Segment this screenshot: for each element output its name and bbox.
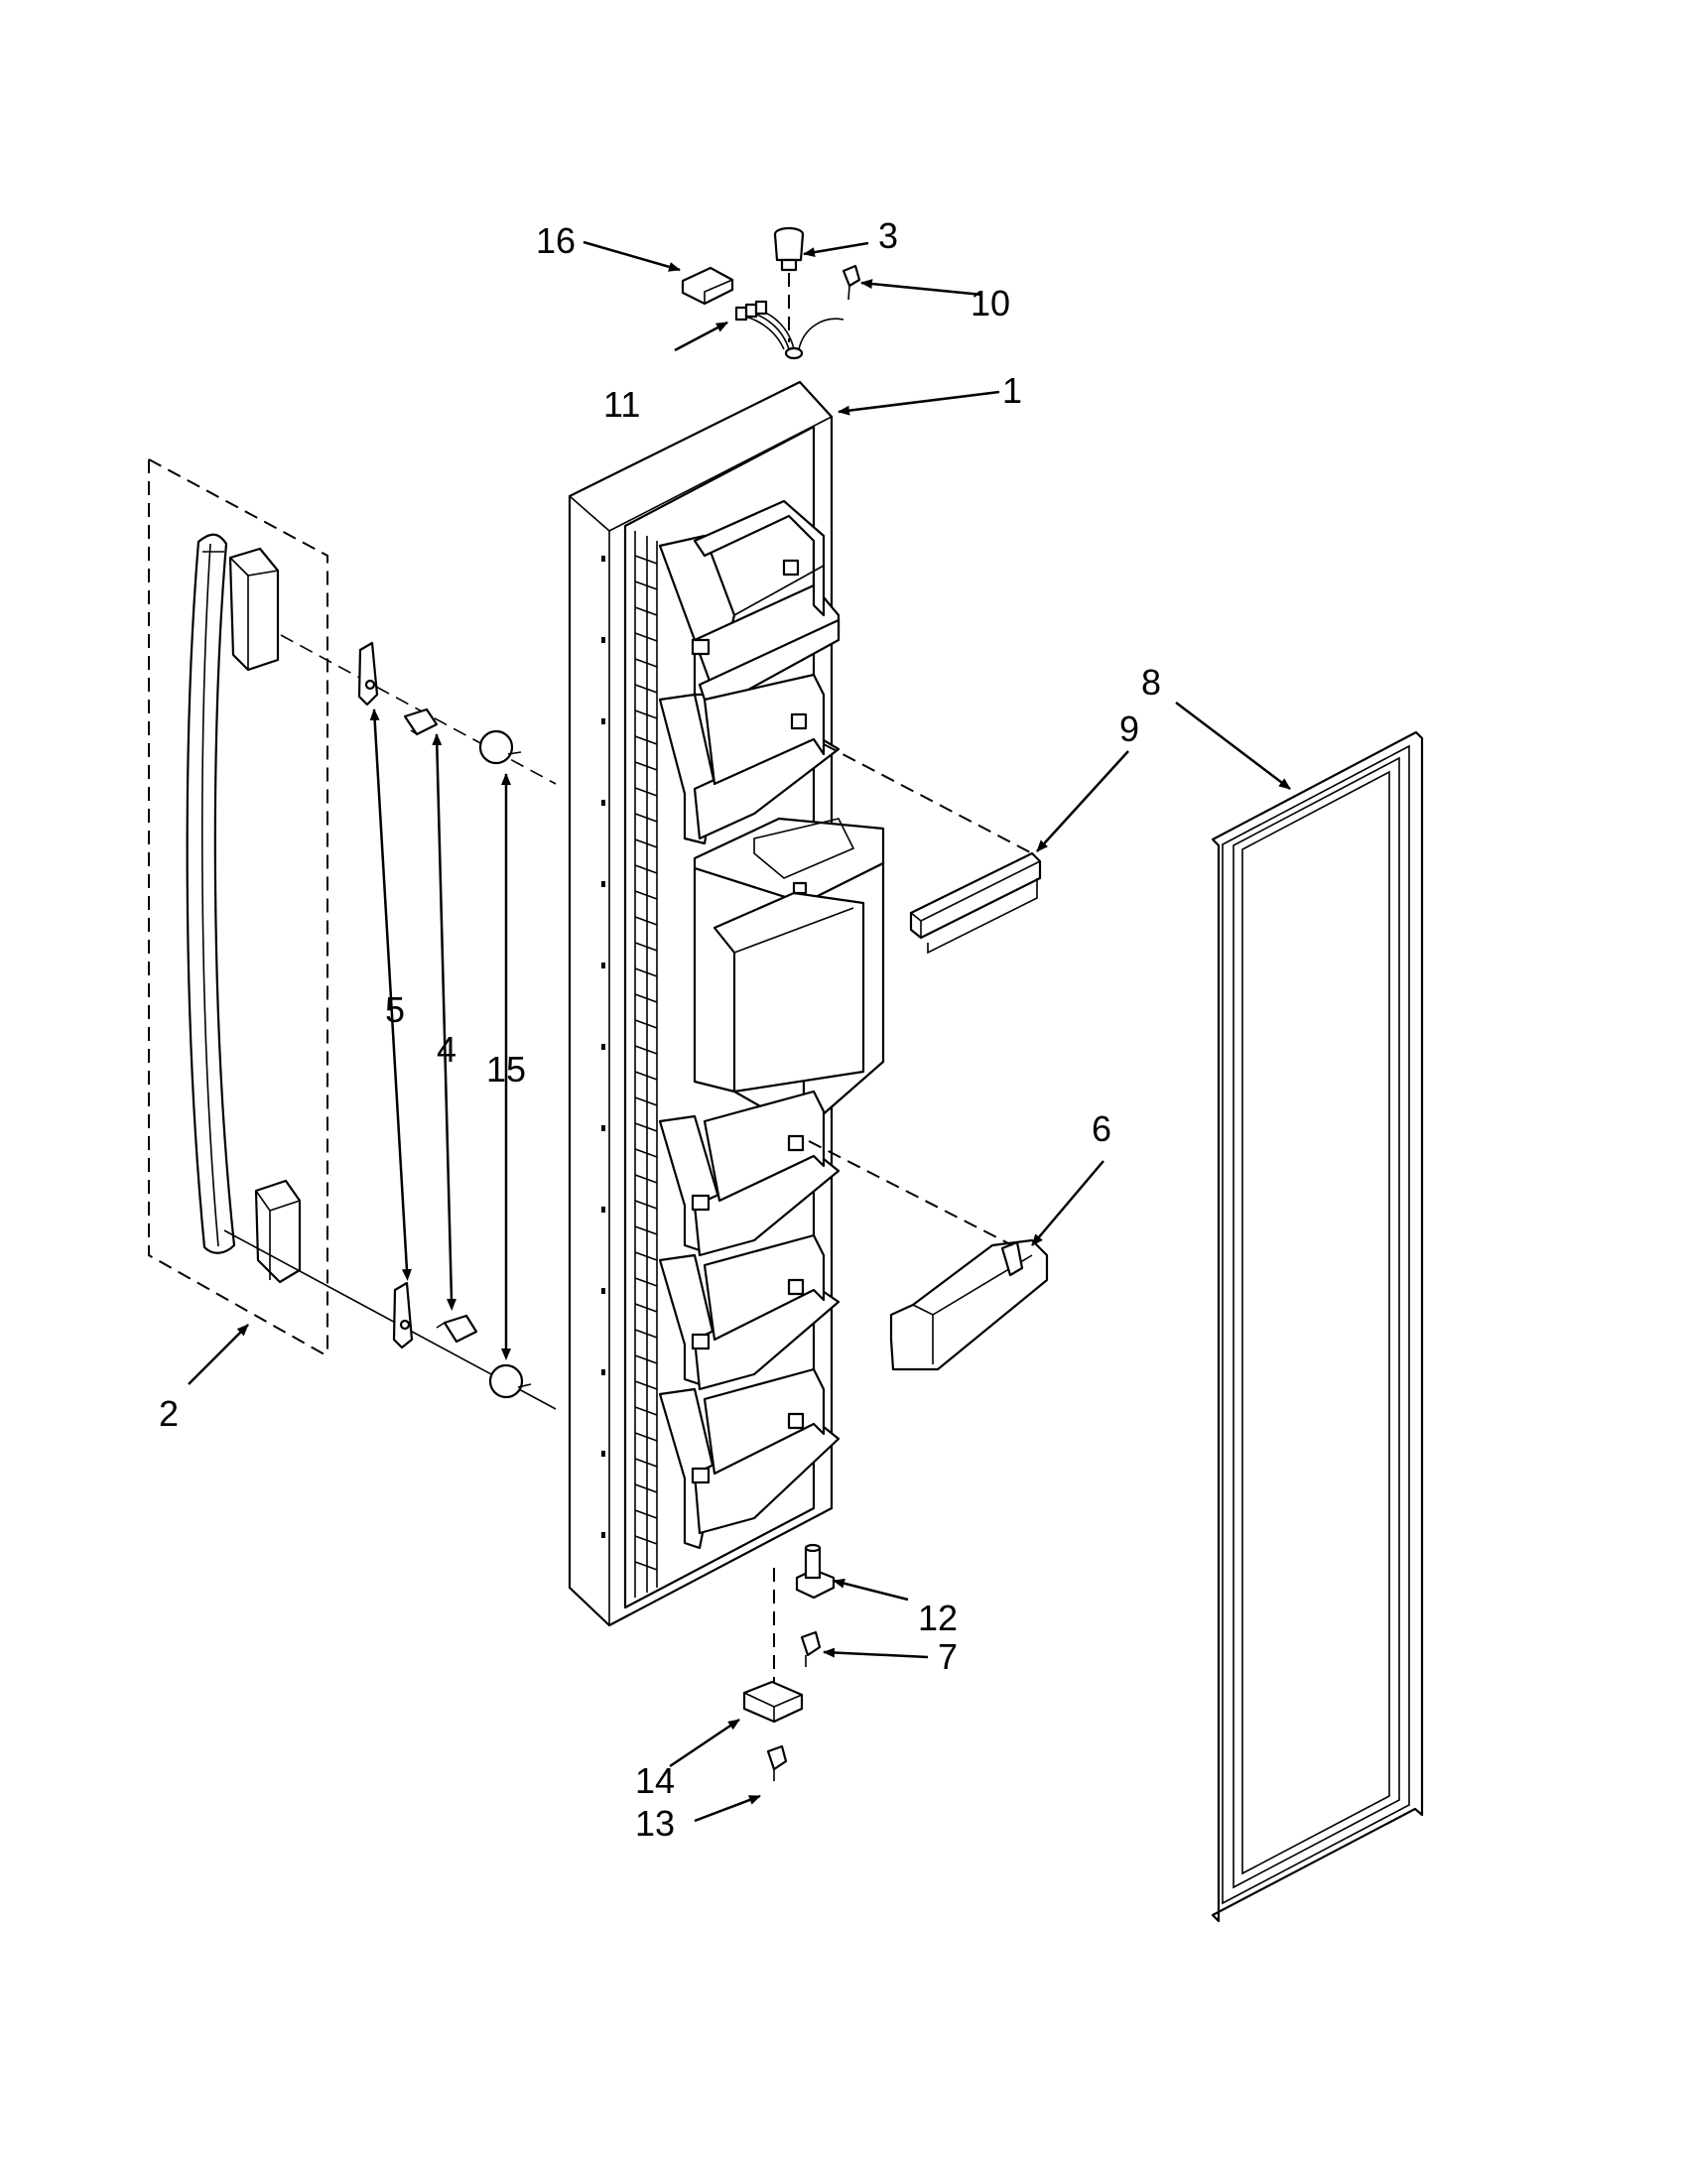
callout-5: 5: [385, 989, 405, 1030]
handle-clip-lower: [392, 1281, 414, 1349]
callout-1: 1: [1002, 370, 1022, 411]
light-switch: [773, 226, 805, 342]
callout-4: 4: [437, 1029, 456, 1070]
callout-12: 12: [918, 1598, 958, 1638]
switch-screw: [842, 264, 861, 301]
callout-14: 14: [635, 1760, 675, 1801]
hinge-screw-lower: [766, 1744, 788, 1781]
callout-7: 7: [938, 1636, 958, 1677]
callout-16: 16: [536, 220, 576, 261]
callout-2: 2: [159, 1393, 179, 1434]
handle-clip-upper: [357, 641, 379, 707]
leader-lines: [188, 240, 1291, 1823]
plug-button-lower: [488, 1363, 532, 1399]
plug-button-upper: [478, 729, 522, 765]
door-shelf-bin: [808, 1140, 1049, 1371]
callout-15: 15: [486, 1049, 526, 1090]
hinge-screw-upper: [800, 1630, 822, 1667]
callout-8: 8: [1141, 662, 1161, 703]
hinge-bracket-lower: [742, 1568, 804, 1724]
door-shelf-bar: [823, 743, 1042, 955]
freezer-door: [568, 380, 885, 1627]
callout-labels: 1 2 3 4 5 6 7 8 9 10 11 12 13 14 15 16: [159, 215, 1161, 1844]
wire-connector: [681, 266, 734, 306]
callout-13: 13: [635, 1803, 675, 1844]
callout-3: 3: [878, 215, 898, 256]
wire-harness: [734, 300, 844, 360]
callout-6: 6: [1092, 1108, 1111, 1149]
callout-11: 11: [603, 384, 640, 425]
hinge-pin-bracket: [795, 1543, 836, 1600]
callout-9: 9: [1119, 708, 1139, 749]
door-gasket: [1211, 730, 1424, 1923]
handle-screw-upper: [403, 707, 439, 736]
handle-screw-lower: [436, 1314, 478, 1344]
door-handle: [148, 458, 557, 1410]
callout-10: 10: [971, 283, 1010, 323]
